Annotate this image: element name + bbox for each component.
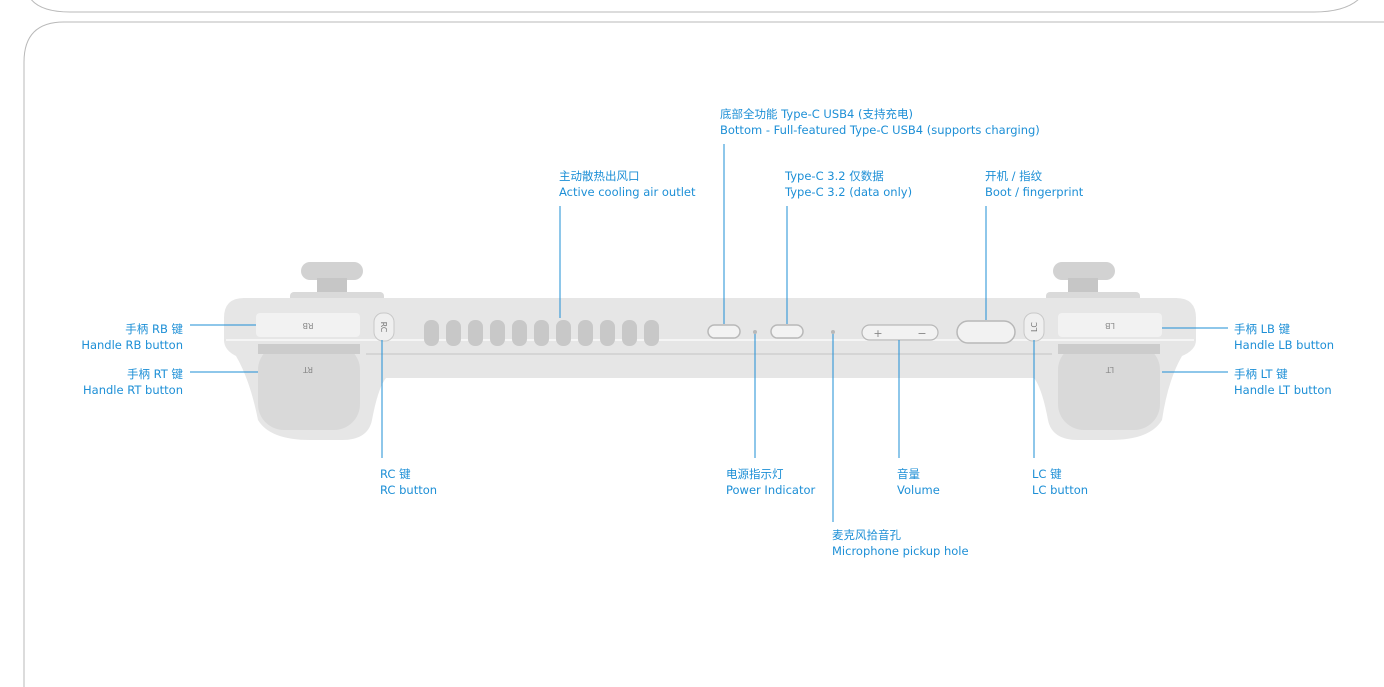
- label-usb4-en: Bottom - Full-featured Type-C USB4 (supp…: [720, 123, 1040, 137]
- label-power-zh: 电源指示灯: [726, 467, 784, 481]
- rb-button[interactable]: [256, 313, 360, 337]
- label-lb-zh: 手柄 LB 键: [1234, 322, 1291, 336]
- rt-button[interactable]: [258, 344, 360, 430]
- label-cooling-en: Active cooling air outlet: [559, 185, 696, 199]
- label-typec32: Type-C 3.2 仅数据 Type-C 3.2 (data only): [785, 168, 912, 200]
- label-rb-en: Handle RB button: [81, 338, 183, 352]
- label-volume-en: Volume: [897, 483, 940, 497]
- label-volume: 音量 Volume: [897, 466, 940, 498]
- leader-lines: [190, 144, 1228, 522]
- lt-button[interactable]: [1058, 344, 1160, 430]
- usb4-port[interactable]: [707, 324, 741, 339]
- label-cooling: 主动散热出风口 Active cooling air outlet: [559, 168, 696, 200]
- label-rc-en: RC button: [380, 483, 438, 497]
- rc-button[interactable]: [373, 312, 395, 342]
- lb-text: LB: [1105, 321, 1115, 330]
- label-usb4-zh: 底部全功能 Type-C USB4 (支持充电): [720, 107, 913, 121]
- power-indicator-dot: [753, 330, 757, 334]
- label-lb: 手柄 LB 键 Handle LB button: [1234, 321, 1334, 353]
- label-typec32-zh: Type-C 3.2 仅数据: [785, 169, 884, 183]
- label-boot-en: Boot / fingerprint: [985, 185, 1084, 199]
- label-typec32-en: Type-C 3.2 (data only): [785, 185, 913, 199]
- label-lt: 手柄 LT 键 Handle LT button: [1234, 366, 1332, 398]
- left-stick-top: [1046, 262, 1140, 302]
- typec32-port[interactable]: [770, 324, 804, 339]
- label-lc-zh: LC 键: [1032, 467, 1062, 481]
- label-lc-en: LC button: [1032, 483, 1089, 497]
- rb-text: RB: [302, 321, 313, 330]
- label-rt-zh: 手柄 RT 键: [127, 367, 183, 381]
- cooling-vents: [424, 320, 659, 346]
- lc-text: LC: [1030, 322, 1039, 332]
- main-frame: [23, 21, 1384, 687]
- label-rt-en: Handle RT button: [83, 383, 183, 397]
- label-volume-zh: 音量: [897, 467, 920, 481]
- label-rt: 手柄 RT 键 Handle RT button: [83, 366, 183, 398]
- lt-text: LT: [1106, 365, 1114, 374]
- label-boot: 开机 / 指纹 Boot / fingerprint: [985, 168, 1083, 200]
- label-usb4: 底部全功能 Type-C USB4 (支持充电) Bottom - Full-f…: [720, 106, 1040, 138]
- label-lt-en: Handle LT button: [1234, 383, 1332, 397]
- label-mic: 麦克风拾音孔 Microphone pickup hole: [832, 527, 969, 559]
- label-lc: LC 键 LC button: [1032, 466, 1088, 498]
- volume-rocker[interactable]: [861, 324, 939, 341]
- top-frame-edge: [31, 0, 1359, 13]
- rt-text: RT: [303, 365, 313, 374]
- label-rb-zh: 手柄 RB 键: [125, 322, 183, 336]
- label-power: 电源指示灯 Power Indicator: [726, 466, 815, 498]
- label-lt-zh: 手柄 LT 键: [1234, 367, 1288, 381]
- right-stick-top: [290, 262, 384, 302]
- rc-text: RC: [379, 322, 388, 333]
- label-mic-en: Microphone pickup hole: [832, 544, 969, 558]
- power-button[interactable]: [956, 320, 1016, 344]
- mic-hole: [831, 330, 835, 334]
- label-boot-zh: 开机 / 指纹: [985, 169, 1043, 183]
- lb-button[interactable]: [1058, 313, 1162, 337]
- volume-plus: +: [873, 327, 882, 340]
- label-rb: 手柄 RB 键 Handle RB button: [81, 321, 183, 353]
- label-rc-zh: RC 键: [380, 467, 411, 481]
- label-mic-zh: 麦克风拾音孔: [832, 528, 901, 542]
- label-cooling-zh: 主动散热出风口: [559, 169, 640, 183]
- volume-minus: −: [917, 327, 926, 340]
- device-body: [224, 298, 1196, 440]
- label-power-en: Power Indicator: [726, 483, 816, 497]
- label-lb-en: Handle LB button: [1234, 338, 1335, 352]
- label-rc: RC 键 RC button: [380, 466, 437, 498]
